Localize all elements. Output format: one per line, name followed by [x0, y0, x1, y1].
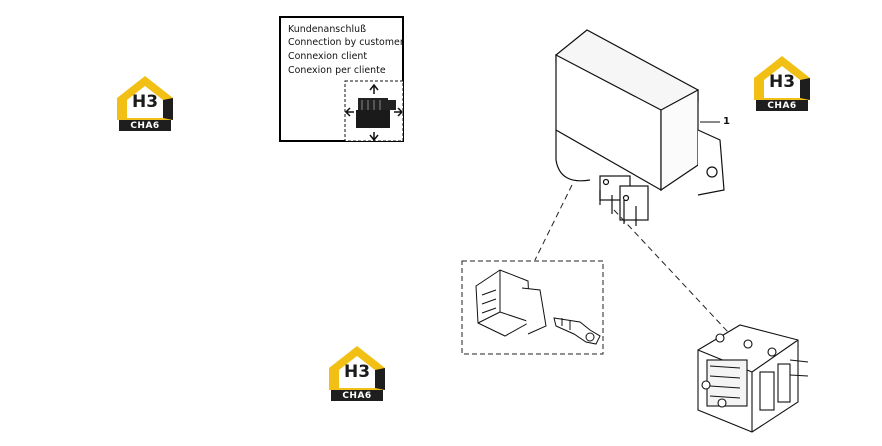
- house-logo-icon: [117, 76, 173, 131]
- relay-box: [555, 29, 725, 226]
- part-callout-number: 1: [723, 116, 730, 127]
- plug-connector: [475, 269, 601, 345]
- watermark-logo: H3 CHA6: [325, 342, 389, 402]
- label-line-it: Conexion per cliente: [288, 65, 386, 76]
- label-line-en: Connection by customer: [288, 37, 404, 48]
- guide-lines: [534, 184, 729, 333]
- label-line-fr: Connexion client: [288, 51, 368, 62]
- logo-mark: H3: [768, 72, 796, 92]
- logo-text: CHA6: [767, 101, 797, 111]
- customer-connection-label: Kundenanschluß Connection by customer Co…: [279, 16, 404, 142]
- plug-detail-frame: [461, 260, 604, 355]
- watermark-logo: H3 CHA6: [113, 72, 177, 132]
- socket-assembly: [697, 324, 809, 433]
- house-logo-icon: [329, 346, 385, 401]
- logo-mark: H3: [343, 362, 371, 382]
- logo-text: CHA6: [342, 391, 372, 401]
- logo-text: CHA6: [130, 121, 160, 131]
- connector-thumbnail: [344, 80, 404, 142]
- label-line-de: Kundenanschluß: [288, 24, 367, 35]
- house-logo-icon: [754, 56, 810, 111]
- logo-mark: H3: [131, 92, 159, 112]
- watermark-logo: H3 CHA6: [750, 52, 814, 112]
